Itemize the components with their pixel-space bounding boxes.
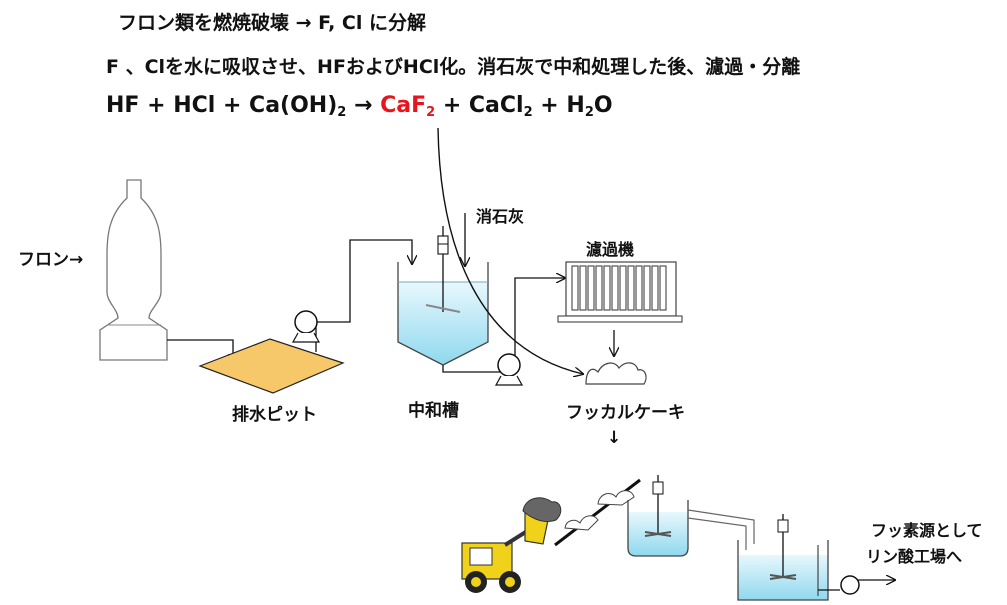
pipe-to-filter (514, 278, 565, 356)
pipe-to-neutral-tank (317, 239, 412, 323)
header-line-1: フロン類を燃焼破壊 → F, Cl に分解 (118, 12, 426, 34)
eq-product-caf2: CaF2 (380, 93, 436, 120)
eq-caf: CaF (380, 93, 427, 118)
label-fluorine-cake: フッカルケーキ (566, 403, 685, 423)
label-freon: フロン→ (18, 250, 84, 270)
settling-tank-3 (737, 514, 829, 601)
reaction-equation: HF + HCl + Ca(OH)2 → CaF2 + CaCl2 + H2O (106, 93, 613, 120)
drain-pit (198, 338, 345, 394)
conveyor (554, 478, 641, 547)
header-line-2: F 、Clを水に吸収させ、HFおよびHCl化。消石灰で中和処理した後、濾過・分離 (106, 56, 801, 78)
eq-term-3: + CaCl (435, 93, 524, 118)
eq-term-4: + H (532, 93, 585, 118)
incinerator (99, 179, 168, 361)
loader-truck (461, 497, 562, 593)
eq-term-1: HF + HCl + Ca(OH) (106, 93, 338, 118)
filter-press (557, 261, 683, 323)
label-destination-1: フッ素源として (871, 521, 983, 540)
pump-1 (291, 310, 321, 352)
label-destination-2: リン酸工場へ (866, 547, 963, 566)
eq-sub-3: 2 (523, 105, 533, 120)
label-neutralization-tank: 中和槽 (408, 401, 459, 421)
eq-sub-1: 2 (337, 105, 347, 120)
cake-pile (585, 362, 647, 385)
reaction-tank-2 (627, 475, 689, 557)
eq-arrow: → (346, 93, 381, 118)
label-filter: 濾過機 (586, 240, 635, 259)
label-slaked-lime: 消石灰 (476, 207, 525, 226)
eq-sub-2: 2 (426, 105, 436, 120)
eq-sub-4: 2 (584, 105, 594, 120)
pump-2 (494, 353, 524, 386)
caf2-to-cake-curve (437, 127, 583, 374)
eq-term-5: O (593, 93, 613, 118)
label-drain-pit: 排水ピット (232, 405, 317, 425)
down-arrow: ↓ (607, 428, 622, 448)
pump-3 (840, 575, 860, 595)
